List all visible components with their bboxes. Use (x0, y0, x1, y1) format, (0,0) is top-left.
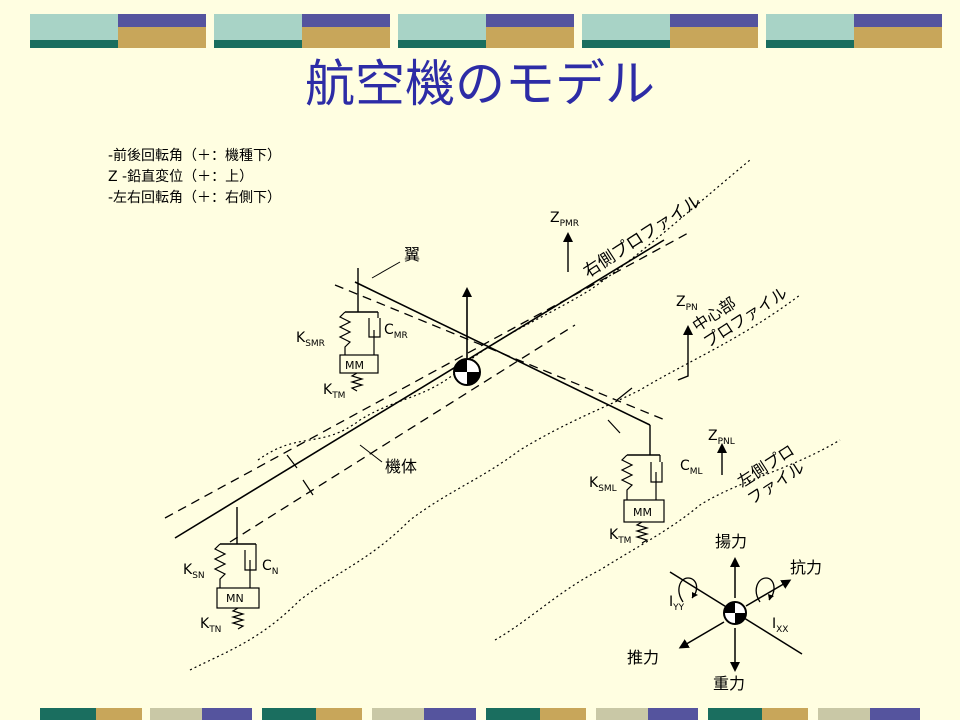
thrust-label: 推力 (627, 648, 659, 667)
top-deco-4 (582, 14, 758, 48)
iyy-label: IYY (669, 594, 685, 613)
bottom-deco-6 (316, 708, 362, 720)
fuselage-label: 機体 (385, 457, 417, 476)
bottom-deco-16 (870, 708, 920, 720)
fuselage-line (174, 239, 665, 539)
left-gear-mass-label: MM (633, 506, 652, 519)
slide-title: 航空機のモデル (305, 55, 655, 113)
right-profile-label: 右側プロファイル (580, 191, 705, 282)
force-cg-symbol (723, 601, 747, 625)
bottom-deco-14 (762, 708, 808, 720)
left-profile-line (494, 439, 841, 641)
legend-line-roll: -左右回転角（＋：右側下） (108, 190, 282, 206)
ixx-label: IXX (772, 616, 788, 635)
right-main-gear (338, 268, 381, 392)
right-gear-spring-label: KSMR (296, 330, 325, 349)
legend-line-pitch: -前後回転角（＋：機種下） (108, 148, 282, 164)
top-deco-3 (398, 14, 574, 48)
ixx-rotation-arrow (755, 577, 775, 603)
thrust-arrow (678, 621, 725, 649)
right-gear-tire-label: KTM (323, 382, 345, 401)
force-diagram (669, 557, 803, 672)
angle-marker-2 (302, 479, 314, 496)
bottom-deco-2 (96, 708, 142, 720)
drag-arrow (745, 579, 792, 607)
center-profile-line (189, 294, 801, 671)
right-gear-mass-label: MM (345, 359, 364, 372)
nose-gear-damper-label: CN (262, 558, 279, 577)
bottom-deco-1 (40, 708, 96, 720)
left-main-gear (620, 425, 665, 544)
iyy-rotation-arrow (678, 577, 698, 603)
legend-line-vertical: Z -鉛直変位（＋：上） (108, 169, 254, 185)
left-gear-damper-label: CML (680, 458, 703, 477)
bottom-deco-13 (708, 708, 762, 720)
wing-label-leader (371, 261, 401, 279)
top-deco-5 (766, 14, 942, 48)
left-gear-spring-label: KSML (589, 475, 617, 494)
left-profile-disp-label: ZPNL (708, 428, 735, 447)
top-deco-2 (214, 14, 390, 48)
left-gear-tire-label: KTM (609, 527, 631, 546)
angle-marker-3 (616, 387, 633, 401)
right-gear-damper-label: CMR (384, 322, 408, 341)
right-profile-disp-label: ZPMR (550, 210, 579, 229)
nose-gear-tire-label: KTN (200, 616, 221, 635)
legend: -前後回転角（＋：機種下） Z -鉛直変位（＋：上） -左右回転角（＋：右側下） (108, 146, 281, 209)
bottom-deco-8 (424, 708, 476, 720)
center-profile-arrow (677, 325, 693, 381)
bottom-deco-12 (648, 708, 698, 720)
bottom-deco-7 (372, 708, 424, 720)
fuselage-dashed-line-2 (229, 324, 576, 543)
cg-symbol (453, 358, 481, 386)
bottom-deco-10 (540, 708, 586, 720)
fuselage-label-leader (359, 444, 383, 463)
angle-marker-4 (607, 419, 621, 434)
nose-gear-spring-label: KSN (183, 562, 205, 581)
angle-marker-1 (286, 454, 298, 469)
nose-gear-mass-label: MN (226, 592, 244, 605)
top-deco-1 (30, 14, 206, 48)
wing-label: 翼 (404, 245, 420, 264)
fuselage-dashed-line-1 (164, 231, 691, 519)
bottom-deco-11 (596, 708, 648, 720)
gravity-label: 重力 (713, 674, 745, 693)
center-profile-disp-label: ZPN (676, 294, 698, 313)
drag-label: 抗力 (790, 558, 822, 577)
nose-gear (213, 507, 260, 630)
bottom-deco-4 (202, 708, 252, 720)
bottom-deco-9 (486, 708, 540, 720)
bottom-deco-5 (262, 708, 316, 720)
bottom-deco-3 (150, 708, 202, 720)
bottom-deco-15 (818, 708, 870, 720)
lift-label: 揚力 (715, 532, 747, 551)
